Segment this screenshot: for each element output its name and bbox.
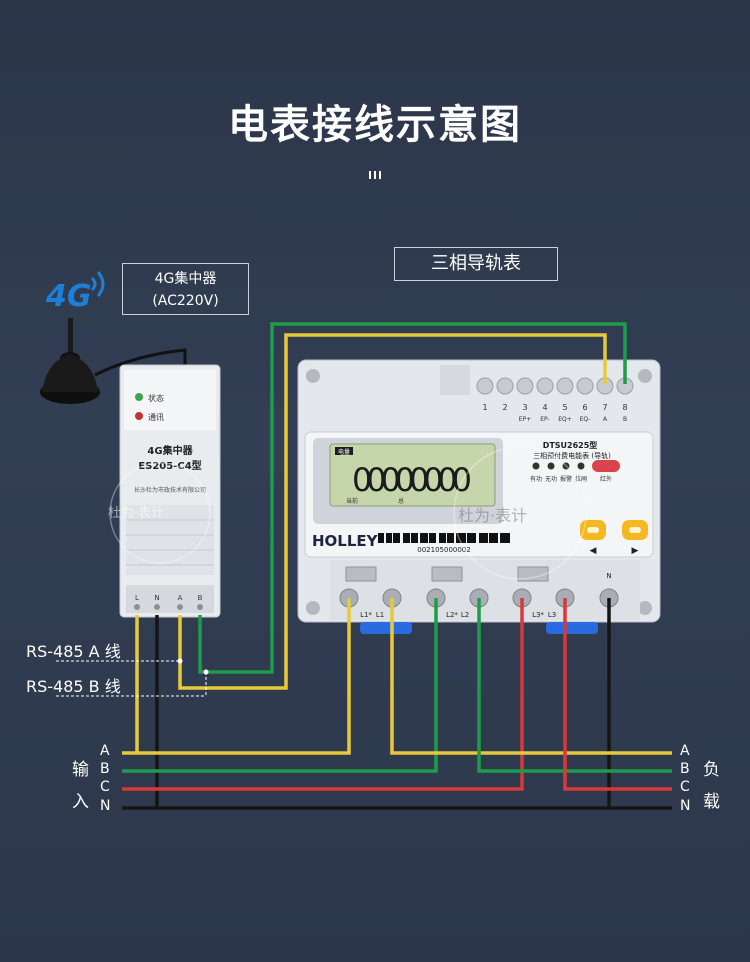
top-num-8: 8 [622, 403, 627, 412]
top-label-4: EP- [540, 416, 549, 423]
load-label-1: 负 [703, 760, 720, 780]
top-label-6: EQ- [580, 416, 591, 423]
watermark-text-right: 杜为·表计 [458, 506, 528, 525]
hub-comm-label: 通讯 [148, 412, 164, 422]
rs485-b-label: RS-485 B 线 [26, 677, 121, 696]
wire-load-c [563, 598, 672, 791]
top-label-3: EP+ [519, 416, 531, 423]
hub-device: 状态 通讯 4G集中器 ES205-C4型 长沙杜为市政技术有限公司 L N A… [119, 364, 221, 618]
input-phase-n: N [100, 798, 111, 814]
watermark-seal [109, 446, 587, 580]
wire-input-a [122, 598, 351, 755]
term-l1: L1 [376, 611, 384, 619]
wire-rs485-a [198, 322, 627, 674]
load-label-2: 载 [703, 792, 720, 812]
top-num-1: 1 [482, 403, 487, 412]
rs485-a-label: RS-485 A 线 [26, 642, 121, 661]
meter-brand: HOLLEY [312, 532, 379, 550]
meter-button-left[interactable]: ◀ [580, 520, 606, 556]
top-label-8: B [623, 416, 627, 423]
top-num-2: 2 [502, 403, 507, 412]
load-phase-n: N [680, 798, 691, 814]
indicator-1: 有功 [530, 475, 542, 483]
hub-maker: 长沙杜为市政技术有限公司 [134, 486, 206, 494]
hub-label-line2: (AC220V) [152, 293, 219, 309]
indicator-2: 无功 [545, 475, 557, 483]
meter-button-right[interactable]: ▶ [622, 520, 648, 556]
input-label-2: 入 [72, 792, 89, 812]
wire-input-b [122, 598, 438, 773]
lcd-tag: 电量 [338, 448, 350, 456]
top-num-6: 6 [582, 403, 587, 412]
title-decoration [369, 171, 381, 179]
lcd-digits: 00000000 [352, 461, 472, 499]
ir-label: 红外 [600, 475, 612, 483]
meter-device: 1 2 3 4 5 6 7 8 EP+ EP- EQ+ EQ- A B 电量 [297, 359, 661, 634]
lcd-sub-left: 当前 [346, 497, 358, 505]
term-n: N [606, 572, 611, 580]
input-phase-a: A [100, 743, 110, 759]
top-label-5: EQ+ [558, 416, 572, 423]
antenna-icon: 4G [40, 271, 187, 404]
indicator-4: 拉闸 [575, 475, 587, 483]
wires [122, 322, 672, 810]
left-arrow-icon: ◀ [590, 546, 597, 556]
wire-rs485-b [178, 333, 607, 690]
top-num-4: 4 [542, 403, 547, 412]
hub-terminal-n: N [154, 594, 159, 602]
wire-load-a [390, 598, 672, 755]
meter-top-terminals: 1 2 3 4 5 6 7 8 EP+ EP- EQ+ EQ- A B [476, 377, 634, 423]
4g-logo-text: 4G [45, 279, 92, 314]
meter-label: 三相导轨表 [394, 247, 558, 281]
load-phase-b: B [680, 761, 690, 777]
hub-model: ES205-C4型 [138, 459, 201, 472]
hub-status-label: 状态 [148, 393, 164, 403]
term-l3: L3 [548, 611, 556, 619]
wire-input-c [122, 598, 524, 791]
hub-label-line1: 4G集中器 [154, 271, 217, 287]
term-l1s: L1* [360, 611, 372, 619]
input-phase-b: B [100, 761, 110, 777]
meter-serial: 002105000002 [417, 546, 470, 554]
hub-terminal-b: B [198, 594, 203, 602]
indicator-3: 报警 [560, 475, 572, 483]
term-l3s: L3* [532, 611, 544, 619]
wire-load-b [477, 598, 672, 773]
lcd-sub-mid: 总 [398, 497, 404, 505]
load-phase-c: C [680, 779, 690, 795]
input-phase-c: C [100, 779, 110, 795]
input-label-1: 输 [72, 760, 89, 780]
page-title: 电表接线示意图 [228, 102, 522, 148]
hub-label: 4G集中器 (AC220V) [122, 263, 249, 315]
top-num-3: 3 [522, 403, 527, 412]
term-l2: L2 [461, 611, 469, 619]
hub-name: 4G集中器 [147, 444, 193, 457]
hub-terminal-l: L [135, 594, 139, 602]
hub-terminal-a: A [178, 594, 183, 602]
meter-desc: 三相预付费电能表 (导轨) [533, 451, 611, 460]
meter-model: DTSU2625型 [543, 440, 598, 450]
top-label-7: A [603, 416, 608, 423]
load-phase-a: A [680, 743, 690, 759]
top-num-7: 7 [602, 403, 607, 412]
top-num-5: 5 [562, 403, 567, 412]
right-arrow-icon: ▶ [632, 546, 639, 556]
watermark-text-left: 杜为·表计 [108, 506, 165, 521]
term-l2s: L2* [446, 611, 458, 619]
